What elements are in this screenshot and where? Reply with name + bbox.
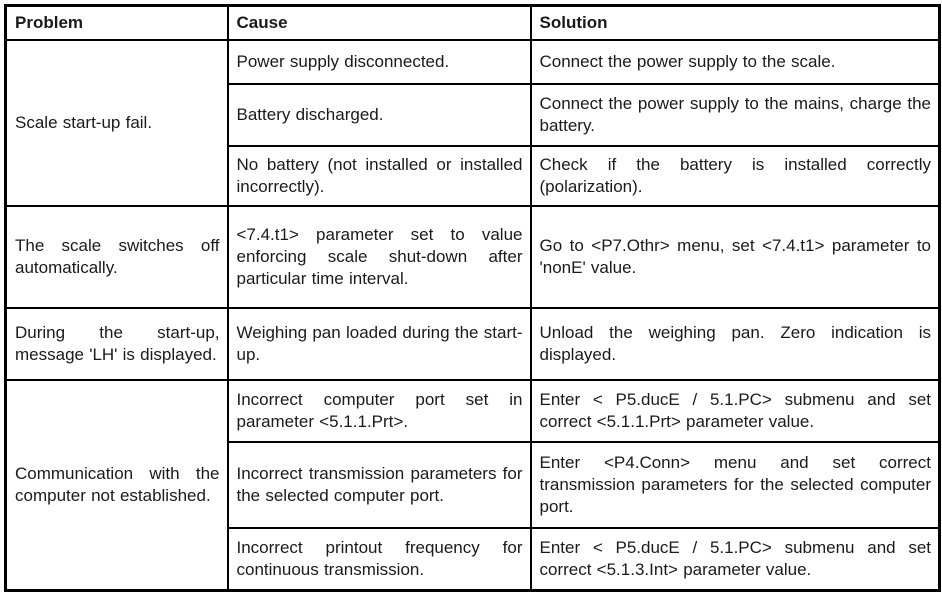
column-header-problem: Problem <box>4 4 229 41</box>
column-header-cause: Cause <box>226 4 532 41</box>
problem-cell-scale-startup-fail: Scale start-up fail. <box>4 39 229 207</box>
table-row: Incorrect transmission parameters for th… <box>6 441 941 529</box>
troubleshooting-table: Problem Cause Solution Scale start-up fa… <box>4 4 941 592</box>
table-row: The scale switches off automatically. <7… <box>4 205 941 309</box>
table-row: Communication with the computer not esta… <box>4 379 941 591</box>
problem-cell-lh-message: During the start-up, message 'LH' is dis… <box>4 307 229 381</box>
table-header-row: Problem Cause Solution <box>4 4 941 41</box>
solution-cell: Connect the power supply to the mains, c… <box>529 83 941 147</box>
solution-cell: Enter < P5.ducE / 5.1.PC> submenu and se… <box>529 379 941 443</box>
table-row: During the start-up, message 'LH' is dis… <box>4 307 941 381</box>
cause-cell: Incorrect printout frequency for continu… <box>226 527 532 591</box>
table-row: No battery (not installed or installed i… <box>6 145 941 207</box>
cause-cell: Weighing pan loaded during the start-up. <box>226 307 532 381</box>
cause-cell: No battery (not installed or installed i… <box>226 145 532 207</box>
solution-cell: Enter <P4.Conn> menu and set correct tra… <box>529 441 941 529</box>
table-row: Incorrect printout frequency for continu… <box>6 527 941 591</box>
cause-cell: Incorrect computer port set in parameter… <box>226 379 532 443</box>
cause-cell: Battery discharged. <box>226 83 532 147</box>
cause-cell: <7.4.t1> parameter set to value enforcin… <box>226 205 532 309</box>
cause-cell: Power supply disconnected. <box>226 39 532 85</box>
solution-cell: Unload the weighing pan. Zero indication… <box>529 307 941 381</box>
solution-cell: Connect the power supply to the scale. <box>529 39 941 85</box>
problem-cell-auto-shutdown: The scale switches off automatically. <box>4 205 229 309</box>
solution-cell: Check if the battery is installed correc… <box>529 145 941 207</box>
table-row: Battery discharged. Connect the power su… <box>6 83 941 147</box>
solution-cell: Enter < P5.ducE / 5.1.PC> submenu and se… <box>529 527 941 591</box>
column-header-solution: Solution <box>529 4 941 41</box>
cause-cell: Incorrect transmission parameters for th… <box>226 441 532 529</box>
problem-cell-communication: Communication with the computer not esta… <box>4 379 229 591</box>
solution-cell: Go to <P7.Othr> menu, set <7.4.t1> param… <box>529 205 941 309</box>
table-row: Scale start-up fail. Power supply discon… <box>4 39 941 207</box>
